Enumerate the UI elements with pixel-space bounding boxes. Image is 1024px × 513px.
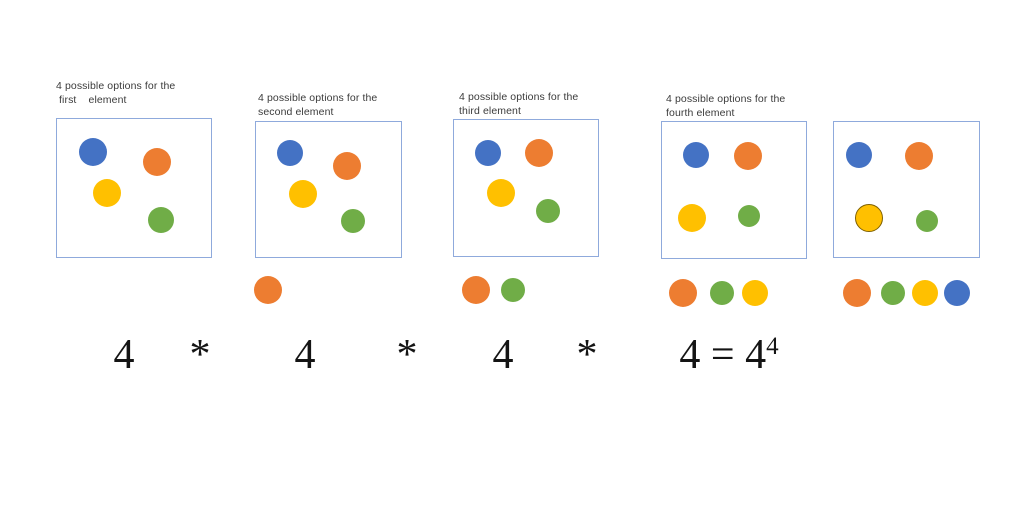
group-label-line1: 4 possible options for the <box>666 93 786 105</box>
option-circle-blue <box>277 140 303 166</box>
group-label-line1: 4 possible options for the <box>459 91 579 103</box>
option-circle-yellow-selected <box>855 204 883 232</box>
options-box-second <box>255 121 402 258</box>
group-label-line1: 4 possible options for the <box>56 80 176 92</box>
option-circle-blue <box>846 142 872 168</box>
option-circle-green <box>341 209 365 233</box>
selected-circle-yellow <box>742 280 768 306</box>
option-circle-green <box>916 210 938 232</box>
option-circle-yellow <box>678 204 706 232</box>
formula-term: 4 <box>294 332 316 378</box>
options-box-third <box>453 119 599 257</box>
option-circle-blue <box>79 138 107 166</box>
option-circle-green <box>148 207 174 233</box>
formula-term: 4 = 44 <box>679 332 779 378</box>
group-label-line2: fourth element <box>666 106 735 119</box>
multiply-asterisk: * <box>576 332 598 378</box>
selected-circle-yellow <box>912 280 938 306</box>
option-circle-green <box>738 205 760 227</box>
option-circle-orange <box>905 142 933 170</box>
option-circle-orange <box>734 142 762 170</box>
selected-circle-orange <box>669 279 697 307</box>
option-circle-yellow <box>487 179 515 207</box>
option-circle-orange <box>333 152 361 180</box>
option-circle-yellow <box>93 179 121 207</box>
formula-term: 4 <box>492 332 514 378</box>
multiply-asterisk: * <box>396 332 418 378</box>
option-circle-yellow <box>289 180 317 208</box>
selected-circle-blue <box>944 280 970 306</box>
option-circle-blue <box>683 142 709 168</box>
option-circle-blue <box>475 140 501 166</box>
options-box-fourth <box>661 121 807 259</box>
exponent: 4 <box>766 333 779 360</box>
group-label-line2: third element <box>459 104 521 117</box>
selected-circle-orange <box>843 279 871 307</box>
formula-row: 4 * 4 * 4 * 4 = 44 <box>0 332 1024 384</box>
selected-circle-green <box>710 281 734 305</box>
selected-circle-green <box>881 281 905 305</box>
selected-circle-orange <box>254 276 282 304</box>
group-label-first: 4 possible options for the first element <box>56 80 175 107</box>
option-circle-orange <box>143 148 171 176</box>
selected-circle-green <box>501 278 525 302</box>
group-label-line1: 4 possible options for the <box>258 92 378 104</box>
formula-term: 4 <box>113 332 135 378</box>
selected-circle-orange <box>462 276 490 304</box>
group-label-line2: first element <box>56 93 127 106</box>
options-box-first <box>56 118 212 258</box>
option-circle-green <box>536 199 560 223</box>
group-label-line2: second element <box>258 105 334 118</box>
multiply-asterisk: * <box>189 332 211 378</box>
option-circle-orange <box>525 139 553 167</box>
